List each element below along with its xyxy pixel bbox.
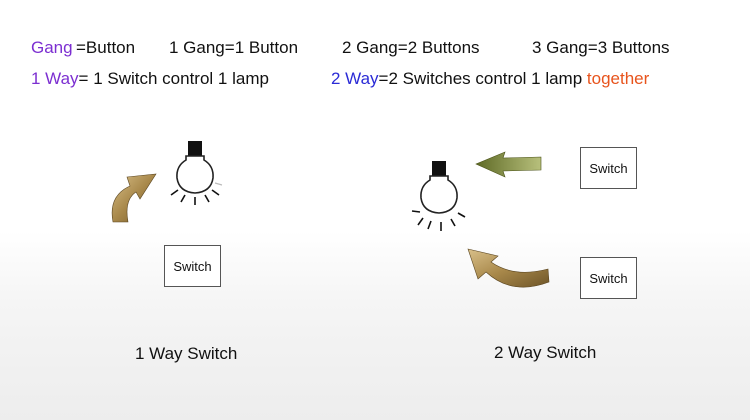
two-way-term: 2 Way — [331, 69, 379, 88]
one-way-term: 1 Way — [31, 69, 79, 88]
light-bulb-icon — [411, 161, 466, 231]
two-way-definition: =2 Switches control 1 lamp — [378, 69, 587, 88]
straight-arrow-icon — [475, 151, 542, 178]
two-way-definition-line: 2 Way=2 Switches control 1 lamp together — [331, 69, 649, 89]
switch-box-bottom: Switch — [580, 257, 637, 299]
one-gang-definition: 1 Gang=1 Button — [169, 38, 299, 57]
together-word: together — [586, 69, 650, 88]
switch-label: Switch — [173, 258, 212, 274]
curved-arrow-icon — [111, 173, 157, 223]
three-gang-definition: 3 Gang=3 Buttons — [532, 38, 670, 57]
curved-arrow-icon — [467, 248, 550, 288]
switch-box-top: Switch — [580, 147, 637, 189]
one-way-definition: = 1 Switch control 1 lamp — [78, 69, 269, 88]
switch-label: Switch — [589, 160, 628, 176]
gang-definition: =Button — [76, 38, 136, 57]
two-gang-definition: 2 Gang=2 Buttons — [342, 38, 480, 57]
gang-term: Gang — [31, 38, 73, 57]
light-bulb-icon — [170, 141, 223, 205]
switch-box: Switch — [164, 245, 221, 287]
one-way-definition-line: 1 Way= 1 Switch control 1 lamp — [31, 69, 269, 89]
switch-label: Switch — [589, 270, 628, 286]
two-way-caption: 2 Way Switch — [494, 343, 597, 362]
one-way-caption: 1 Way Switch — [135, 344, 238, 363]
